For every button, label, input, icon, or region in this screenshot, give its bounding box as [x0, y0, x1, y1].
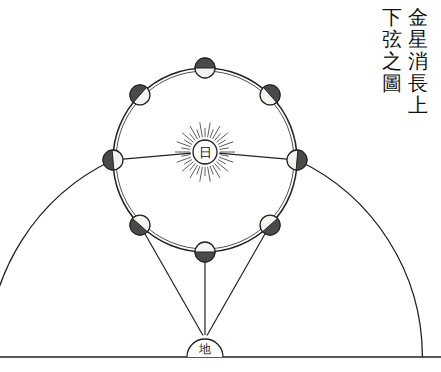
venus-dark-half — [195, 58, 215, 68]
title-column: 金星消長上 — [408, 6, 428, 116]
title-column: 下弦之圖 — [382, 6, 402, 94]
venus-orbit — [116, 71, 294, 249]
sun-ray — [218, 160, 226, 165]
sun-ray — [200, 167, 203, 182]
venus-disc — [260, 215, 280, 235]
sun-ray — [208, 122, 211, 137]
venus-dark-half — [263, 85, 280, 103]
node-text: 日 — [199, 146, 212, 159]
sun-ray — [215, 163, 221, 170]
sun-ray — [210, 166, 213, 174]
sun-ray — [216, 133, 227, 143]
venus-dark-half — [130, 85, 147, 103]
sight-arc — [297, 160, 422, 357]
sun-ray — [220, 155, 229, 157]
sun-ray — [182, 133, 193, 143]
venus-disc — [195, 58, 215, 78]
venus-phases — [103, 58, 307, 262]
sun-ray — [220, 148, 229, 150]
sun-ray — [219, 142, 233, 147]
sun-ray — [205, 167, 206, 176]
sun-ray — [184, 160, 192, 165]
venus-disc — [130, 85, 150, 105]
sun-ray — [182, 162, 193, 172]
sun-line — [123, 153, 191, 159]
venus-disc — [287, 150, 307, 170]
sun-ray — [190, 126, 198, 139]
sun-ray — [184, 140, 192, 145]
sun-ray — [190, 134, 196, 141]
sun-shape — [193, 140, 217, 164]
sun-ray — [208, 167, 211, 182]
sun-ray — [181, 148, 190, 150]
venus-disc — [130, 215, 150, 235]
sun-line — [219, 153, 287, 159]
venus-disc — [103, 150, 123, 170]
sight-line — [204, 262, 205, 335]
sun-ray — [177, 157, 191, 162]
sun-ray — [213, 126, 221, 139]
sight-line — [207, 234, 265, 336]
sun-ray — [210, 129, 213, 137]
sun-ray — [181, 155, 190, 157]
sight-line — [145, 234, 203, 336]
sun-ray — [200, 122, 203, 137]
sun-ray — [197, 129, 200, 137]
sun-ray — [216, 162, 227, 172]
sun-ray — [218, 140, 226, 145]
earth-shape — [187, 339, 223, 357]
sun-ray — [220, 152, 235, 153]
venus-dark-half — [103, 150, 114, 170]
sun-ray — [205, 128, 206, 137]
node-text: 地 — [199, 343, 211, 355]
sun-ray — [190, 165, 198, 178]
sun-rays — [175, 122, 235, 181]
sun-ray — [213, 165, 221, 178]
venus-orbit — [113, 68, 297, 252]
venus-dark-half — [263, 218, 280, 235]
sight-lines — [123, 153, 287, 335]
sun-ray — [197, 166, 200, 174]
earth-mound: 地 — [186, 338, 224, 357]
venus-dark-half — [130, 218, 147, 235]
sight-arc — [0, 160, 113, 357]
venus-dark-half — [195, 252, 215, 262]
sun-ray — [175, 152, 190, 153]
venus-dark-half — [296, 150, 307, 170]
venus-disc — [195, 242, 215, 262]
sun-circle: 日 — [192, 139, 218, 165]
venus-disc — [260, 85, 280, 105]
